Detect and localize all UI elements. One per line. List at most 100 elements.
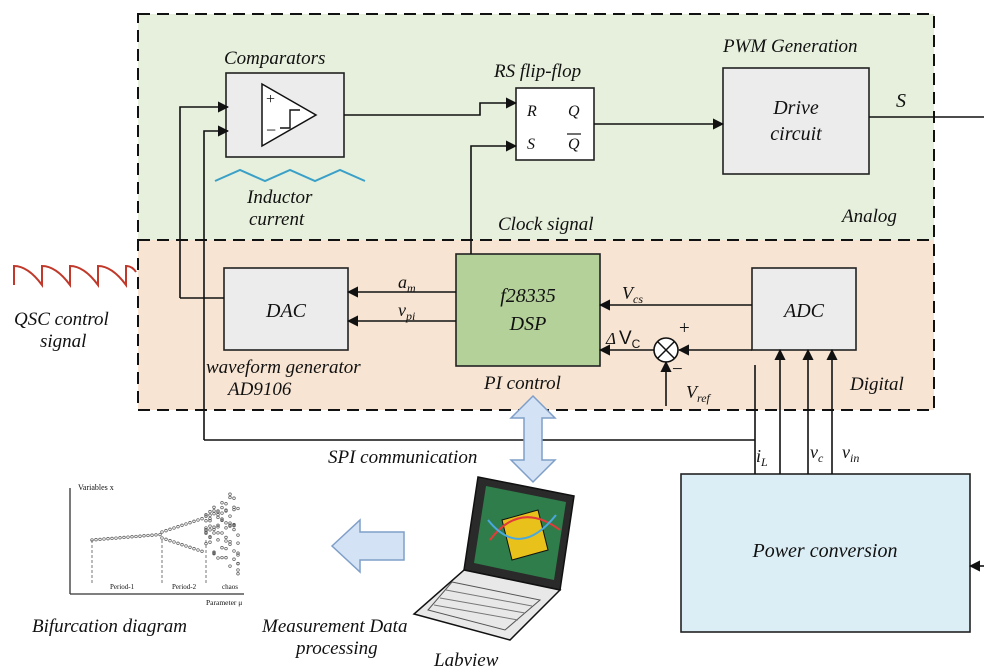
bifurcation-dot: [188, 545, 192, 549]
bifurcation-dot: [236, 541, 240, 545]
bifurcation-dot: [220, 518, 224, 522]
bifurcation-dot: [224, 556, 228, 560]
drive-circuit-label-2: circuit: [770, 123, 822, 145]
drive-circuit-block: [722, 67, 870, 175]
bifurcation-dot: [184, 522, 188, 526]
spi-double-arrow: [509, 394, 557, 484]
bifurcation-dot: [106, 537, 110, 541]
adc-block: [751, 267, 857, 351]
bifurcation-dot: [118, 536, 122, 540]
bifurcation-dot: [200, 517, 204, 521]
qsc-waveform: [13, 264, 137, 289]
bifurcation-dot: [224, 535, 228, 540]
bifurcation-dot: [196, 518, 200, 522]
measurement-label-1: Measurement Data: [261, 616, 407, 637]
bifurcation-dot: [154, 533, 158, 537]
bifurcation-dot: [224, 546, 228, 551]
bifurcation-dot: [208, 510, 212, 514]
bifurcation-dot: [232, 557, 236, 561]
bifurcation-dot: [212, 505, 216, 509]
bifurcation-dot: [224, 526, 228, 530]
bifurcation-dot: [228, 539, 232, 544]
bifurcation-dot: [204, 519, 208, 523]
inductor-ripple-waveform: [214, 168, 366, 183]
bifurcation-dot: [228, 495, 232, 500]
dsp-block: [455, 253, 601, 367]
bifurcation-dot: [176, 525, 180, 529]
dac-block: [223, 267, 349, 351]
bifurcation-dot: [216, 512, 220, 517]
waveform-generator-label-1: waveform generator: [206, 357, 361, 378]
pi-control-label: PI control: [483, 373, 561, 394]
bifurcation-dot: [208, 519, 212, 523]
bifurcation-dot: [138, 534, 142, 538]
dac-label: DAC: [265, 300, 307, 322]
rs-output-q: Q: [568, 103, 580, 120]
bifurcation-dot: [220, 531, 224, 535]
rs-input-s: S: [527, 136, 535, 153]
rs-input-r: R: [526, 103, 537, 120]
il-label: iL: [756, 446, 768, 469]
bifurcation-dot: [192, 519, 196, 523]
bifurcation-dot: [94, 538, 98, 542]
bifurcation-dot: [236, 553, 240, 557]
am-label: am: [398, 272, 416, 295]
bifurcation-dot: [102, 537, 106, 541]
dsp-label-2: DSP: [509, 313, 547, 335]
bifurcation-dot: [224, 502, 228, 506]
dsp-label-1: f28335: [500, 285, 556, 307]
bifurcation-dot: [228, 514, 232, 518]
bifurcation-dot: [168, 539, 172, 543]
bifurcation-dot: [220, 501, 224, 505]
bifurcation-dot: [216, 509, 220, 513]
measurement-label-2: processing: [294, 638, 378, 659]
qsc-label-2: signal: [40, 331, 86, 352]
bifurcation-dot: [236, 551, 240, 555]
bifurcation-dot: [220, 546, 224, 550]
power-conversion-label: Power conversion: [752, 540, 898, 562]
bifurcation-dot: [114, 536, 118, 540]
bifurcation-dot: [208, 528, 212, 532]
labview-label: Labview: [433, 650, 499, 671]
bifurcation-dot: [232, 527, 236, 532]
bifurcation-dot: [228, 542, 232, 546]
bifurcation-dot: [188, 521, 192, 525]
bifurcation-dot: [216, 556, 220, 560]
bifurcation-dot: [110, 536, 114, 541]
bifurcation-dot: [236, 506, 240, 511]
bifurcation-dot: [208, 540, 212, 544]
bifurcation-caption: Bifurcation diagram: [32, 616, 187, 637]
bifurcation-dot: [236, 562, 240, 566]
inductor-current-label-1: Inductor: [246, 187, 313, 208]
bifurcation-dot: [220, 505, 224, 510]
bifurcation-dot: [164, 537, 168, 541]
bifurcation-dot: [204, 528, 208, 532]
signal-wires: [179, 97, 984, 572]
data-flow-arrow: [330, 518, 405, 574]
bifurcation-dot: [220, 517, 224, 521]
bifurcation-dot: [160, 530, 164, 534]
bifurcation-dot: [134, 534, 138, 539]
bifurcation-dot: [98, 537, 102, 542]
bifurcation-dot: [208, 513, 212, 517]
bifurcation-dot: [204, 526, 208, 530]
svg-text:+: +: [266, 91, 275, 108]
bifurcation-dot: [220, 555, 224, 560]
bifurcation-dot: [236, 572, 240, 576]
bifurcation-dot: [212, 512, 216, 516]
bifurcation-xlabel: Parameter μ: [206, 598, 242, 607]
comparator-symbol: + −: [261, 82, 318, 148]
bifurcation-dot: [160, 536, 164, 540]
bifurcation-dot: [146, 533, 150, 538]
bifurcation-dot: [184, 544, 188, 548]
bifurcation-dot: [224, 508, 228, 512]
bifurcation-dot: [232, 505, 236, 509]
bifurcation-dot: [212, 525, 216, 529]
bifurcation-dot: [204, 513, 208, 517]
rs-flipflop-title: RS flip-flop: [493, 61, 581, 82]
chaos-label: chaos: [222, 583, 238, 591]
vc-label: vc: [810, 442, 824, 465]
period1-label: Period-1: [110, 583, 135, 591]
bifurcation-dot: [168, 527, 172, 531]
